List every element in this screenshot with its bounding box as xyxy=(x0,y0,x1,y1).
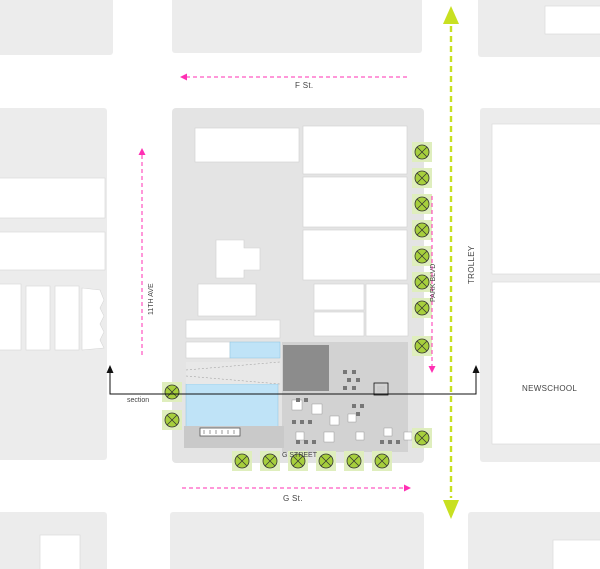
block-top-left xyxy=(0,0,113,55)
tree-icon xyxy=(412,220,432,240)
site-building-3 xyxy=(302,176,408,228)
plaza-seat xyxy=(396,440,400,444)
dark-block xyxy=(283,345,329,391)
tree-icon xyxy=(412,298,432,318)
building-left-5 xyxy=(54,285,80,351)
site-building-2 xyxy=(302,125,408,175)
site-buildings xyxy=(185,125,409,359)
tree-icon xyxy=(288,451,308,471)
tree-icon xyxy=(232,451,252,471)
block-top-center xyxy=(172,0,422,53)
building-newschool-top xyxy=(491,123,600,275)
plaza-table xyxy=(311,403,323,415)
plaza-seat xyxy=(388,440,392,444)
tree-icon xyxy=(412,246,432,266)
section-line xyxy=(106,365,480,396)
plaza-seat xyxy=(292,420,296,424)
plaza-seat xyxy=(304,440,308,444)
label-newschool: NEWSCHOOL xyxy=(522,384,578,393)
water-top-strip xyxy=(229,341,281,359)
site-building-10 xyxy=(185,319,281,339)
plaza-seat xyxy=(352,370,356,374)
tree-icon xyxy=(372,451,392,471)
site-building-11 xyxy=(185,341,231,359)
site-building-8 xyxy=(313,311,365,337)
traffic-arrows xyxy=(138,73,436,492)
tree-icon xyxy=(412,142,432,162)
surrounding-buildings xyxy=(0,5,600,569)
trolley-arrow-down xyxy=(443,500,459,519)
building-left-1 xyxy=(0,177,106,219)
perspective-wedge xyxy=(186,362,280,384)
plaza-table xyxy=(329,415,340,426)
plaza-seat xyxy=(347,378,351,382)
site-building-5 xyxy=(215,239,261,279)
plaza-seat xyxy=(356,412,360,416)
plaza-seat xyxy=(360,404,364,408)
tree-icon xyxy=(162,410,182,430)
label-f-street: F St. xyxy=(295,81,314,90)
block-bottom-center xyxy=(170,512,424,569)
plaza-table xyxy=(295,431,305,441)
site-building-6 xyxy=(197,283,257,317)
building-top-right xyxy=(544,5,600,35)
trolley-line xyxy=(443,6,459,519)
label-section: section xyxy=(127,397,150,404)
plaza-table xyxy=(403,431,413,441)
plaza-seat xyxy=(296,440,300,444)
plaza-seat xyxy=(308,420,312,424)
bench xyxy=(199,427,241,437)
label-park-blvd: PARK BLVD xyxy=(430,263,437,302)
trolley-arrow-up xyxy=(443,6,459,24)
label-g-street: G St. xyxy=(283,494,303,503)
label-11th-ave: 11TH AVE xyxy=(148,283,155,315)
tree-icon xyxy=(412,194,432,214)
site-building-9 xyxy=(365,283,409,337)
plaza-seat xyxy=(312,440,316,444)
plaza-table xyxy=(347,413,357,423)
plaza-seat xyxy=(300,420,304,424)
building-left-4 xyxy=(25,285,51,351)
building-left-2 xyxy=(0,231,106,271)
plaza-seat xyxy=(352,386,356,390)
plaza-seat xyxy=(352,404,356,408)
tree-icon xyxy=(260,451,280,471)
plaza-table xyxy=(355,431,365,441)
tree-icon xyxy=(412,428,432,448)
site-building-1 xyxy=(194,127,300,163)
building-bottom-right xyxy=(552,539,600,569)
building-bottom-left xyxy=(39,534,81,569)
plaza-seat xyxy=(343,370,347,374)
tree-icon xyxy=(412,336,432,356)
site-building-4 xyxy=(302,229,408,281)
label-trolley: TROLLEY xyxy=(467,245,476,284)
plaza-table xyxy=(323,431,335,443)
site-building-7 xyxy=(313,283,365,311)
plaza-seat xyxy=(356,378,360,382)
tree-icon xyxy=(344,451,364,471)
plaza-seat xyxy=(380,440,384,444)
plaza-seat xyxy=(304,398,308,402)
plaza-table xyxy=(383,427,393,437)
building-left-6 xyxy=(81,287,105,351)
tree-icon xyxy=(316,451,336,471)
building-newschool xyxy=(491,281,600,445)
plaza-seat xyxy=(296,398,300,402)
trees xyxy=(162,142,432,471)
plaza-seat xyxy=(343,386,347,390)
tree-icon xyxy=(412,168,432,188)
building-left-3 xyxy=(0,283,22,351)
tree-icon xyxy=(412,272,432,292)
label-g-street-internal: G STREET xyxy=(282,452,318,459)
tree-icon xyxy=(162,382,182,402)
